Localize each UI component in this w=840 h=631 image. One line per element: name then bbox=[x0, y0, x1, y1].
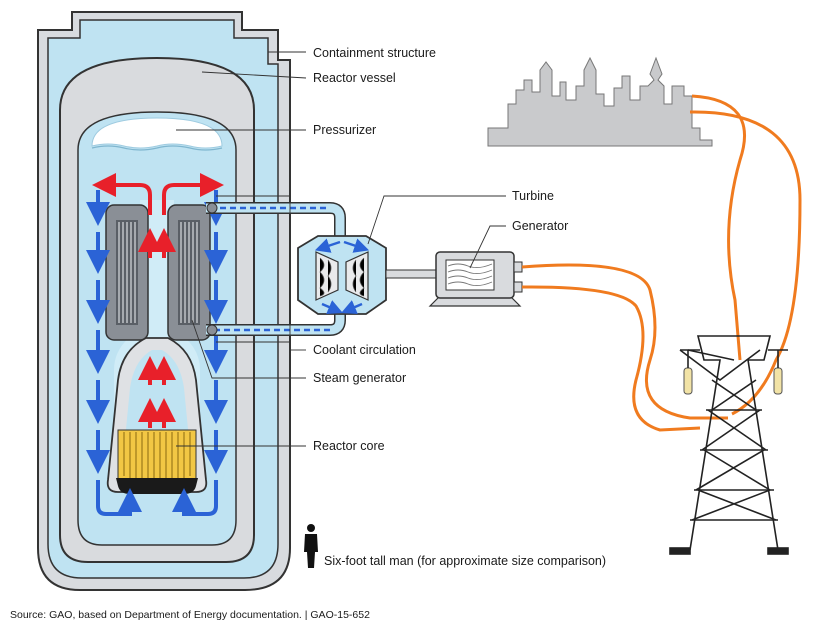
label-containment: Containment structure bbox=[313, 46, 436, 60]
label-size-comparison: Six-foot tall man (for approximate size … bbox=[324, 554, 606, 568]
source-note: Source: GAO, based on Department of Ener… bbox=[10, 609, 370, 621]
city-skyline-icon bbox=[487, 56, 713, 147]
steam-generator bbox=[105, 204, 211, 341]
transmission-tower-icon bbox=[669, 335, 789, 555]
reactor-core bbox=[116, 429, 198, 494]
generator bbox=[428, 251, 523, 307]
label-turbine: Turbine bbox=[512, 189, 554, 203]
label-steam-generator: Steam generator bbox=[313, 371, 406, 385]
label-generator: Generator bbox=[512, 219, 568, 233]
label-reactor-vessel: Reactor vessel bbox=[313, 71, 396, 85]
leader-lines bbox=[176, 51, 506, 447]
turbine bbox=[297, 235, 437, 315]
hot-coolant-flow bbox=[92, 173, 224, 428]
person-icon bbox=[304, 524, 318, 568]
label-reactor-core: Reactor core bbox=[313, 439, 385, 453]
label-pressurizer: Pressurizer bbox=[313, 123, 376, 137]
cold-coolant-flow bbox=[86, 190, 228, 516]
steam-pipes bbox=[206, 202, 346, 336]
label-coolant-circulation: Coolant circulation bbox=[313, 343, 416, 357]
power-lines bbox=[521, 94, 802, 432]
